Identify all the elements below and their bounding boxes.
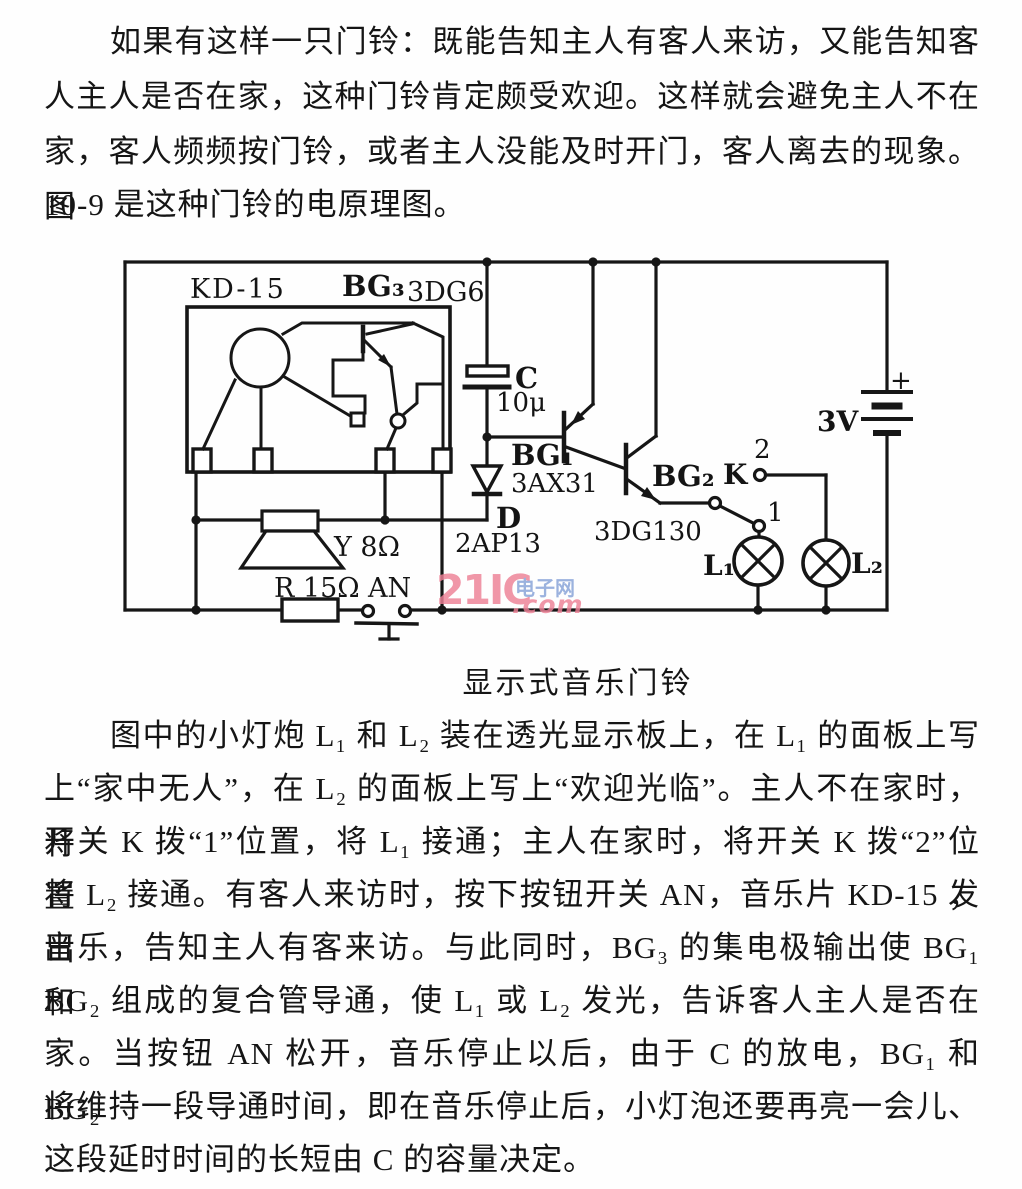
label-pos1: 1: [767, 498, 784, 528]
watermark-brand: 21IC: [436, 566, 532, 614]
switch-contact-2: [752, 467, 768, 483]
button-an-symbol: [354, 603, 419, 641]
label-an: AN: [367, 573, 411, 604]
bg2-transistor: [623, 433, 663, 506]
circuit-labels: KD-15 BG₃ 3DG6 C 10μ BG₁ 3AX31 D 2AP13 B…: [190, 269, 912, 604]
text-line: BG₂ 组成的复合管导通，使 L₁ 或 L₂ 发光，告诉客人主人是否在: [44, 983, 980, 1018]
text-line: 图中的小灯炮 L₁ 和 L₂ 装在透光显示板上，在 L₁ 的面板上写: [110, 718, 980, 753]
chip-pin: [191, 447, 213, 474]
button-contact: [397, 603, 413, 619]
label-c-value: 10μ: [496, 388, 546, 418]
lamp-l1-symbol: [732, 535, 784, 587]
text-line: 上“家中无人”，在 L₂ 的面板上写上“欢迎光临”。主人不在家时，将: [44, 771, 980, 861]
chip-pin: [374, 447, 396, 474]
chip-pin: [252, 447, 274, 474]
label-speaker: Y 8Ω: [333, 532, 400, 563]
chip-pin: [431, 447, 453, 474]
switch-contact-1: [751, 518, 767, 534]
switch-pole-contact: [707, 495, 723, 511]
label-bg1-model: 3AX31: [511, 469, 598, 499]
label-d: D: [496, 501, 521, 535]
label-bg1: BG₁: [511, 438, 574, 472]
bg3-emitter-arrow: [378, 354, 391, 367]
label-bg2-model: 3DG130: [594, 517, 702, 547]
switch-k-symbol: [707, 467, 768, 534]
lamp-l2-symbol: [801, 538, 851, 588]
label-resistor: R 15Ω: [274, 573, 360, 604]
label-bg2: BG₂: [652, 459, 715, 493]
text-line: 家。当按钮 AN 松开，音乐停止以后，由于 C 的放电，BG₁ 和 BG₂: [44, 1036, 980, 1126]
bg1-emitter-arrow: [571, 411, 585, 425]
label-bg3-model: 3DG6: [407, 277, 485, 308]
battery-symbol: [861, 390, 913, 436]
label-k: K: [723, 458, 749, 491]
text-line: 将 L₂ 接通。有客人来访时，按下按钮开关 AN，音乐片 KD-15 发出: [44, 877, 980, 967]
figure-caption: 显示式音乐门铃: [462, 667, 694, 700]
label-kd15: KD-15: [190, 274, 286, 305]
text-line: 如果有这样一只门铃：既能告知主人有客人来访，又能告知客: [110, 24, 980, 59]
text-line: 将维持一段导通时间，即在音乐停止后，小灯泡还要再亮一会儿、: [44, 1089, 980, 1124]
label-pos2: 2: [754, 435, 771, 465]
wiring: [123, 260, 889, 612]
diode-d: [470, 464, 504, 497]
speaker-symbol: [237, 509, 347, 570]
label-3v: 3V: [817, 405, 859, 438]
text-line: 音乐，告知主人有客来访。与此同时，BG₃ 的集电极输出使 BG₁ 和: [44, 930, 980, 1020]
label-d-model: 2AP13: [455, 529, 541, 559]
kd15-chip-box: [185, 305, 453, 474]
resistor-symbol: [280, 597, 340, 623]
watermark-site-name: 电子网: [515, 576, 575, 600]
watermark: 21IC 电子网 .com: [436, 566, 606, 625]
bg1-transistor: [561, 401, 629, 472]
label-l2: L₂: [851, 547, 883, 580]
label-l1: L₁: [703, 549, 735, 582]
button-contact: [360, 603, 376, 619]
text-line: 家，客人频频按门铃，或者主人没能及时开门，客人离去的现象。图: [44, 134, 980, 224]
label-c: C: [515, 361, 538, 395]
capacitor-c: [462, 364, 512, 390]
text-line: 这段延时时间的长短由 C 的容量决定。: [44, 1142, 596, 1177]
junction-dots: [191, 257, 831, 615]
switch-arm: [717, 503, 756, 526]
text-line: 人主人是否在家，这种门铃肯定颇受欢迎。这样就会避免主人不在: [44, 79, 980, 114]
label-battery-plus: +: [890, 366, 912, 396]
text-line: 10-9 是这种门铃的电原理图。: [44, 187, 466, 222]
label-bg3: BG₃: [342, 269, 405, 303]
bg2-emitter-arrow: [641, 487, 656, 500]
text-line: 开关 K 拨“1”位置，将 L₁ 接通；主人在家时，将开关 K 拨“2”位置，: [44, 824, 980, 914]
watermark-tld: .com: [512, 590, 584, 619]
kd15-internal-schematic: [201, 321, 445, 451]
